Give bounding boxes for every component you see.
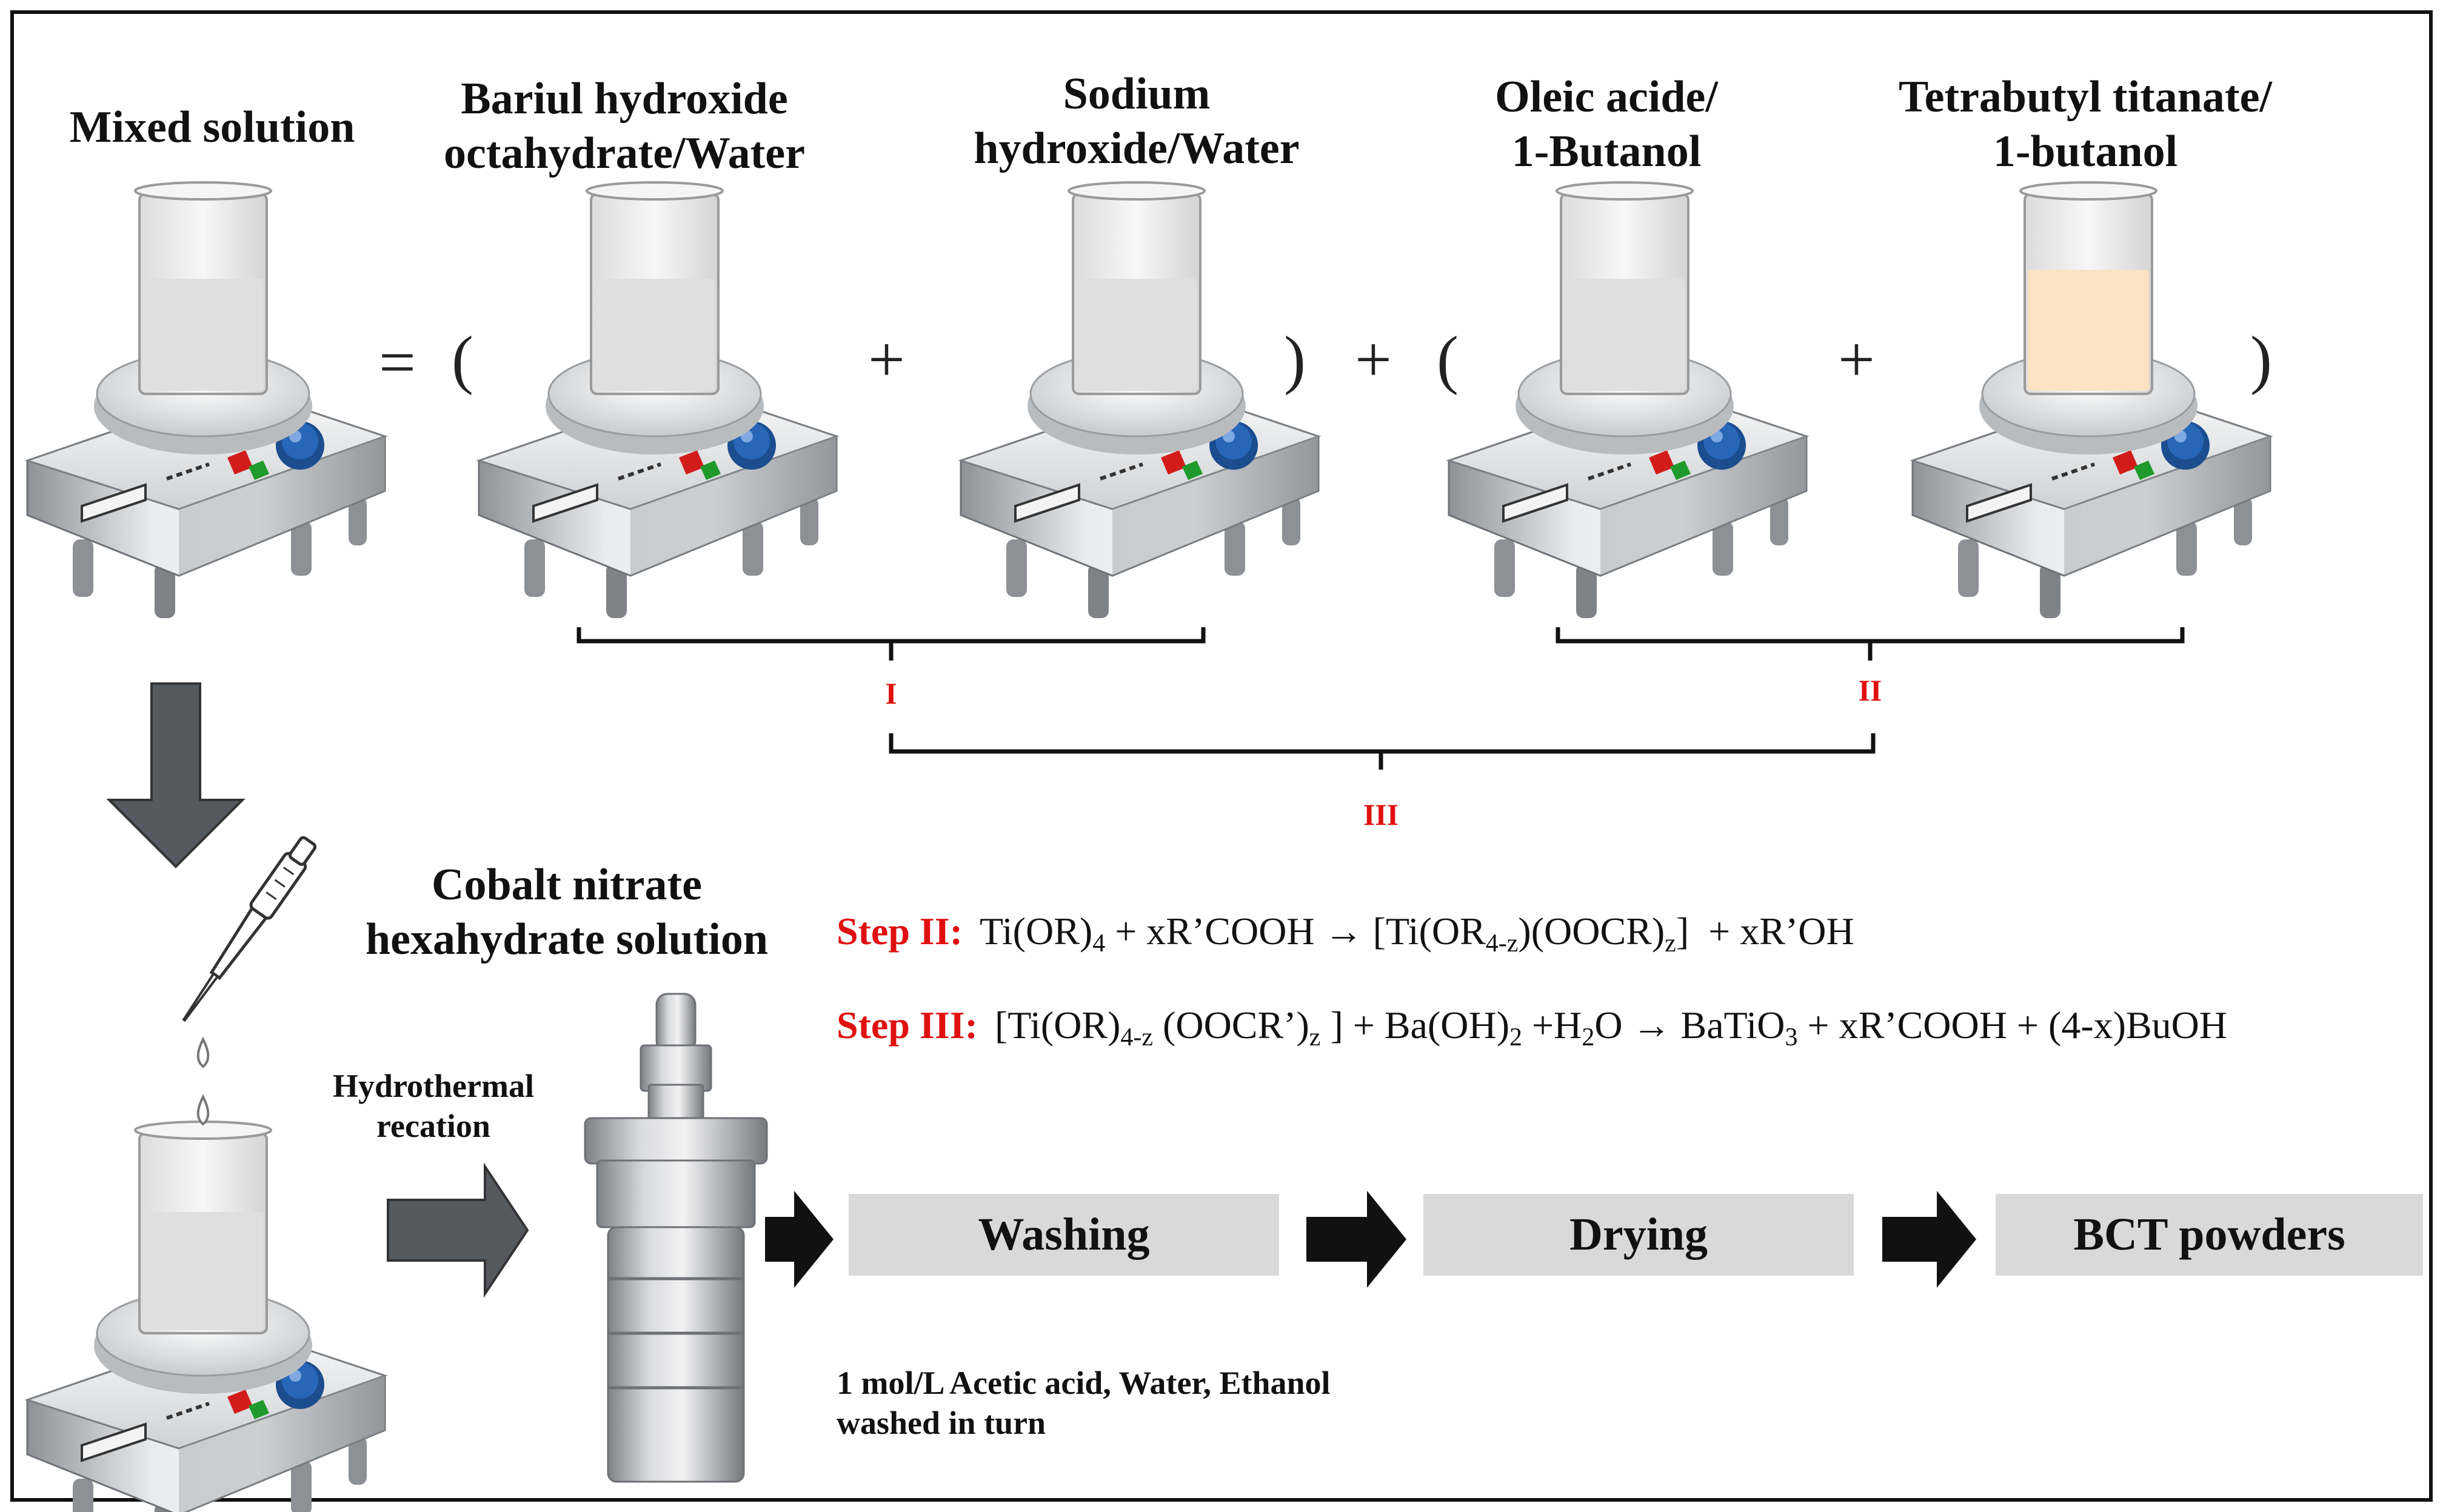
group-label-iii: III <box>1363 798 1399 831</box>
plus-sign-1: + <box>868 324 905 396</box>
group-label-ii: II <box>1858 673 1882 707</box>
washing-note: 1 mol/L Acetic acid, Water, Ethanol wash… <box>837 1365 1331 1441</box>
equation-step-ii: Step II:Ti(OR)4 + xR’COOH → [Ti(OR4-z)(O… <box>837 910 1854 957</box>
barium-hydroxide-label: Bariul hydroxide octahydrate/Water <box>444 74 805 179</box>
sodium-hydroxide-label: Sodium hydroxide/Water <box>974 69 1300 174</box>
open-paren-1: ( <box>452 324 473 396</box>
plus-sign-3: + <box>1838 324 1875 396</box>
open-paren-2: ( <box>1437 324 1459 396</box>
tetrabutyl-titanate-label: Tetrabutyl titanate/ 1-butanol <box>1899 72 2272 177</box>
hydrothermal-reaction-label: Hydrothermal recation <box>333 1068 534 1144</box>
step-ii-label: Step II: <box>837 910 963 953</box>
mixed-solution-label: Mixed solution <box>69 102 355 152</box>
drying-step-box: Drying <box>1423 1194 1854 1276</box>
oleic-acid-label: Oleic acide/ 1-Butanol <box>1495 72 1718 177</box>
group-label-i: I <box>885 676 897 710</box>
close-paren-2: ) <box>2250 324 2272 396</box>
cobalt-nitrate-label: Cobalt nitrate hexahydrate solution <box>365 860 768 965</box>
step-iii-label: Step III: <box>837 1004 978 1047</box>
bct-powders-step-box: BCT powders <box>1996 1194 2423 1276</box>
washing-step-box: Washing <box>849 1194 1279 1276</box>
close-paren-1: ) <box>1284 324 1306 396</box>
equals-sign: = <box>379 327 416 399</box>
equation-step-iii: Step III:[Ti(OR)4-z (OOCR’)z ] + Ba(OH)2… <box>837 1004 2228 1051</box>
plus-sign-2: + <box>1355 324 1392 396</box>
